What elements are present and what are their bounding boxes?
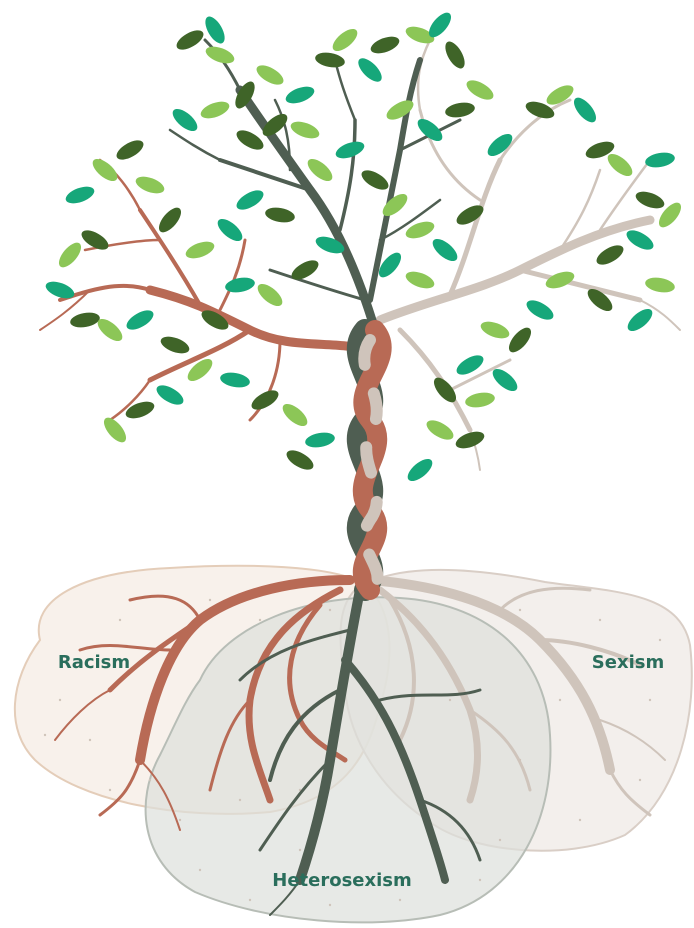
leaf [204,43,237,66]
braided-trunk [358,330,382,592]
leaf [369,33,402,56]
leaf [124,398,157,421]
leaf [505,324,535,356]
heterosexism-branches [170,40,460,330]
leaf [594,241,627,268]
leaf [570,94,600,126]
leaf [79,226,112,253]
leaf [289,256,322,283]
leaf [379,190,411,220]
leaf [524,296,557,323]
leaf [424,416,457,443]
leaf [89,155,121,185]
leaf [334,138,367,161]
leaf [169,105,201,135]
leaf [234,186,267,213]
leaf [134,173,167,196]
leaf [329,25,361,55]
leaf [279,400,311,430]
leaf [284,446,317,473]
leaf [464,76,497,103]
leaf [304,431,336,450]
leaf [289,118,322,141]
leaf [644,151,676,170]
sexism-label: Sexism [592,652,664,673]
leaf [124,306,157,333]
leaf [444,101,476,120]
leaf [464,391,496,410]
leaf [159,333,192,356]
leaf [214,215,246,245]
leaf [155,204,185,236]
leaf [249,386,282,413]
leaf [644,276,676,295]
leaf [69,311,101,330]
leaf [154,381,187,408]
leaf [544,268,577,291]
heterosexism-label: Heterosexism [272,870,412,891]
leaf [479,318,512,341]
leaf [199,98,232,121]
leaf [624,305,656,335]
racism-label: Racism [58,652,130,673]
leaf [219,371,251,390]
leaf [174,26,207,53]
leaf [64,183,97,206]
leaf [114,136,147,163]
leaf [441,39,468,72]
leaf [284,83,317,106]
leaf [254,280,286,310]
leaf [184,238,217,261]
leaf [634,188,667,211]
leaf [264,206,296,225]
leaf [359,166,392,193]
leaf [404,268,437,291]
leaf [55,239,85,271]
leaf [404,455,436,485]
leaf [304,155,336,185]
leaf [254,61,287,88]
leaf [314,51,346,70]
leaf [429,235,461,265]
leaf [354,54,385,85]
leaf [100,414,130,446]
leaf [604,150,636,180]
leaf [234,126,267,153]
leaf [624,226,657,253]
